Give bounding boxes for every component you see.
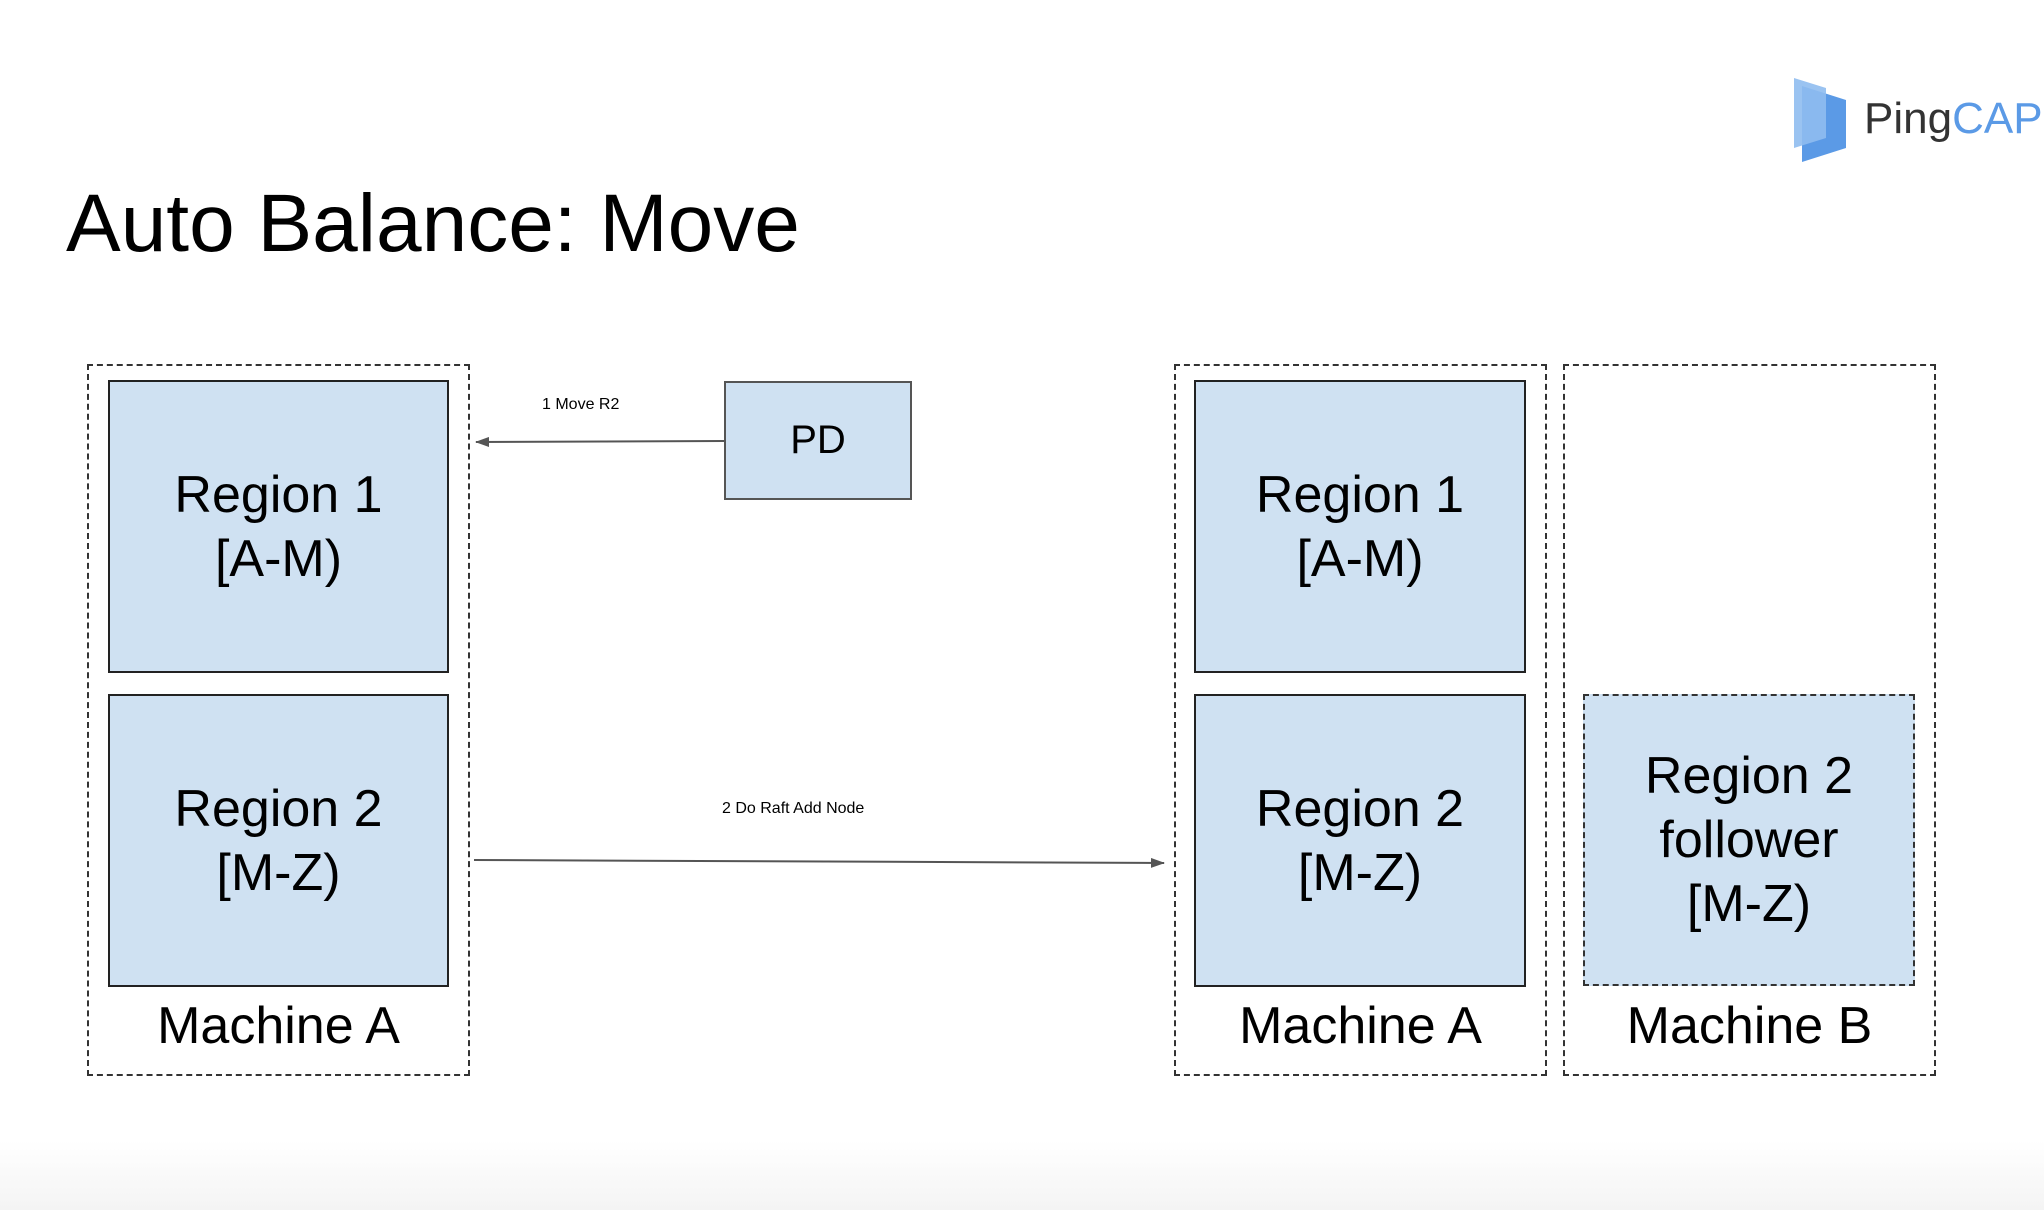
right-region-2-range: [M-Z) — [1297, 843, 1423, 902]
add-node-arrow-label: 2 Do Raft Add Node — [722, 800, 865, 817]
right-region-1: Region 1 [A-M) — [1194, 380, 1526, 673]
pingcap-logo: PingCAP — [1792, 76, 2043, 166]
left-region-2-range: [M-Z) — [216, 843, 341, 902]
right-region-1-name: Region 1 — [1255, 465, 1465, 524]
machine-b-region-name: Region 2 — [1644, 747, 1854, 805]
logo-text-cap: CAP — [1952, 94, 2043, 143]
logo-text-ping: Ping — [1864, 94, 1953, 143]
left-region-2-name: Region 2 — [174, 779, 383, 838]
machine-b-region-2-follower: Region 2 follower [M-Z) — [1583, 694, 1915, 986]
add-node-arrow — [473, 857, 1165, 868]
pingcap-logo-icon — [1794, 78, 1846, 162]
left-region-1-range: [A-M) — [214, 529, 343, 588]
left-machine-a-label: Machine A — [157, 997, 400, 1055]
machine-b-region-role: follower — [1659, 811, 1839, 869]
left-region-1-name: Region 1 — [174, 465, 383, 524]
right-machine-b-label: Machine B — [1626, 997, 1873, 1055]
machine-b-region-range: [M-Z) — [1686, 875, 1812, 933]
right-machine-a — [1174, 364, 1547, 1076]
left-region-2: Region 2 [M-Z) — [108, 694, 449, 987]
right-machine-a-label: Machine A — [1239, 997, 1482, 1055]
slide-title: Auto Balance: Move — [66, 178, 800, 269]
right-machine-b — [1563, 364, 1936, 1076]
pd-label: PD — [790, 418, 846, 462]
right-region-2-name: Region 2 — [1255, 779, 1465, 838]
logo-text: PingCAP — [1864, 94, 2043, 144]
left-region-1: Region 1 [A-M) — [108, 380, 449, 673]
right-region-1-range: [A-M) — [1296, 529, 1424, 588]
left-machine-a — [87, 364, 470, 1076]
right-region-2: Region 2 [M-Z) — [1194, 694, 1526, 987]
move-arrow-label: 1 Move R2 — [542, 396, 620, 413]
move-arrow — [475, 436, 725, 447]
pd-box: PD — [724, 381, 912, 500]
